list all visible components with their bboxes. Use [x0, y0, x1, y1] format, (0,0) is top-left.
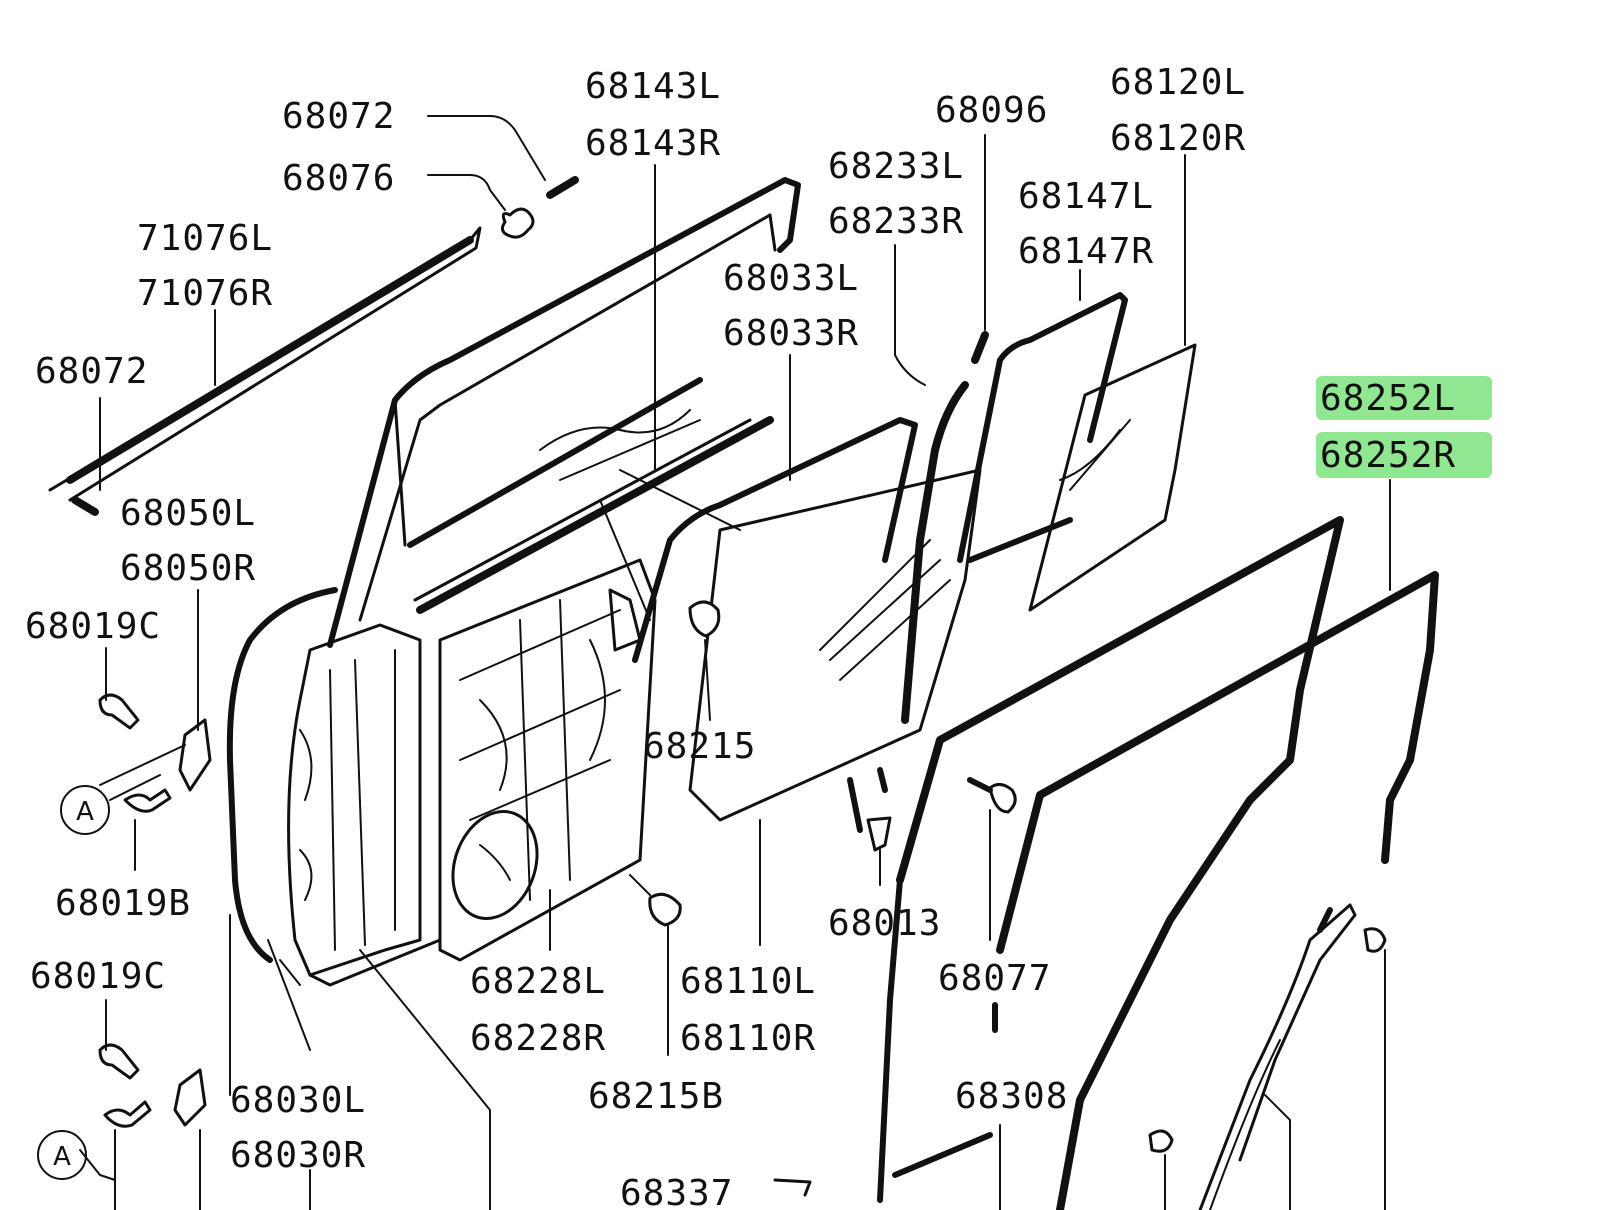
callout-a-top-text: A: [76, 797, 94, 827]
label-68252R: 68252R: [1320, 435, 1456, 476]
clip-right-lower: [1148, 1129, 1174, 1153]
label-68215: 68215: [643, 726, 756, 767]
label-68110L: 68110L: [680, 961, 816, 1002]
label-68076: 68076: [282, 158, 395, 199]
label-68072-top: 68072: [282, 96, 395, 137]
label-68096: 68096: [935, 90, 1048, 131]
label-68013: 68013: [828, 903, 941, 944]
label-68147L: 68147L: [1018, 176, 1154, 217]
label-71076R: 71076R: [137, 273, 273, 314]
label-68120R: 68120R: [1110, 118, 1246, 159]
grommet-68215: [688, 600, 721, 638]
clip-right-upper: [1363, 927, 1387, 953]
label-68019C-top: 68019C: [25, 606, 161, 647]
label-68050R: 68050R: [120, 548, 256, 589]
leader-lines: [79, 115, 1391, 1210]
grommet-68215B: [648, 892, 682, 927]
bolt-68019B: [123, 788, 172, 813]
hinge-lower: [173, 1068, 207, 1127]
label-68077: 68077: [938, 958, 1051, 999]
label-68147R: 68147R: [1018, 231, 1154, 272]
label-68033R: 68033R: [723, 313, 859, 354]
label-68033L: 68033L: [723, 258, 859, 299]
clip-68072-left: [71, 496, 99, 516]
label-68143R: 68143R: [585, 123, 721, 164]
label-68120L: 68120L: [1110, 62, 1246, 103]
pillar-trim: [1198, 903, 1357, 1210]
highlight-68252L: [1316, 376, 1492, 420]
label-68228L: 68228L: [470, 961, 606, 1002]
label-68030R: 68030R: [230, 1135, 366, 1176]
label-68215B: 68215B: [588, 1076, 724, 1117]
callout-a-bottom: A: [37, 1130, 87, 1180]
quarter-glass-frame-68147: [957, 292, 1128, 563]
clip-68072-top: [546, 176, 579, 199]
strip-68308: [892, 1132, 993, 1178]
bolt-lower: [103, 1100, 152, 1128]
bolt-68019C-top: [98, 693, 140, 730]
label-68143L: 68143L: [585, 66, 721, 107]
door-shell: [226, 177, 801, 987]
label-68337: 68337: [620, 1173, 733, 1210]
callout-a-bottom-text: A: [53, 1142, 71, 1172]
door-weatherstrip-68252: [877, 516, 1439, 1210]
label-68233R: 68233R: [828, 201, 964, 242]
bracket-68337: [773, 1178, 812, 1197]
label-68252L: 68252L: [1320, 378, 1456, 419]
clip-68013: [866, 816, 892, 852]
label-68030L: 68030L: [230, 1080, 366, 1121]
clip-68077: [988, 783, 1017, 814]
label-68110R: 68110R: [680, 1018, 816, 1059]
bolt-68019C-bottom: [98, 1043, 140, 1080]
hinge-upper: [178, 718, 212, 792]
outer-weatherstrip-71076: [48, 226, 482, 502]
label-68072-left: 68072: [35, 351, 148, 392]
label-68019B: 68019B: [55, 883, 191, 924]
label-68308: 68308: [955, 1076, 1068, 1117]
label-68019C-bottom: 68019C: [30, 956, 166, 997]
label-71076L: 71076L: [137, 218, 273, 259]
part-labels: 68072 68076 68143L 68143R 68096 68120L 6…: [25, 62, 1456, 1210]
label-68228R: 68228R: [470, 1018, 606, 1059]
label-68050L: 68050L: [120, 493, 256, 534]
label-68233L: 68233L: [828, 146, 964, 187]
clip-68077-stem: [967, 777, 993, 793]
door-glass-68033: [632, 417, 982, 822]
run-channel-68233: [847, 331, 989, 833]
quarter-glass-68120: [1028, 343, 1197, 612]
callout-a-top: A: [60, 785, 110, 835]
highlight-68252R: [1316, 432, 1492, 478]
clip-68076: [500, 207, 535, 239]
